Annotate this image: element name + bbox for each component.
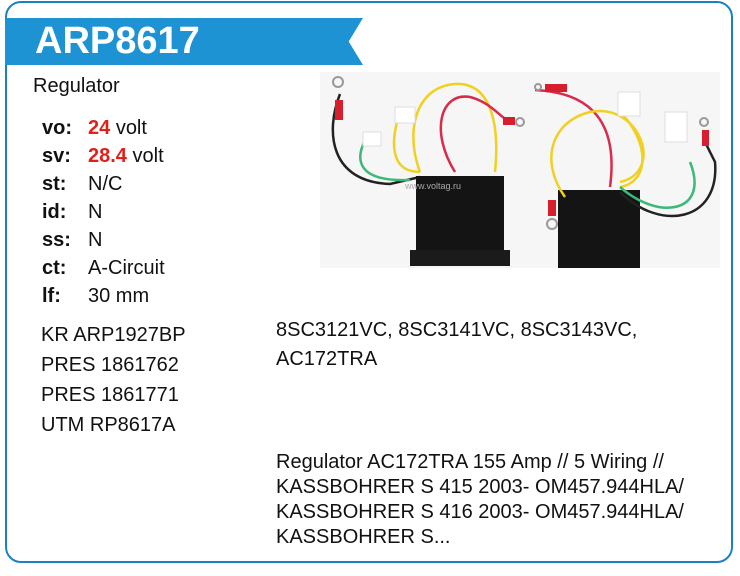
spec-value: N [88, 201, 103, 223]
spec-vo: vo: 24 volt [42, 114, 165, 142]
cross-ref-item: KR ARP1927BP [41, 324, 186, 346]
spec-label: lf: [42, 285, 61, 307]
spec-label: id: [42, 201, 67, 223]
spec-id: id: N [42, 198, 165, 226]
regulator-image: www.voltag.ru [331, 76, 717, 268]
spec-label: sv: [42, 145, 71, 167]
spec-value: 24 [88, 117, 111, 139]
product-category: Regulator [33, 75, 120, 97]
spec-unit: volt [115, 117, 147, 139]
watermark-text: www.voltag.ru [404, 181, 461, 191]
spec-unit: volt [132, 145, 164, 167]
cross-ref-item: UTM RP8617A [41, 414, 176, 436]
spec-ct: ct: A-Circuit [42, 254, 165, 282]
product-title: ARP8617 [35, 20, 200, 62]
cross-ref-item: PRES 1861771 [41, 384, 179, 406]
cross-ref-item: PRES 1861762 [41, 354, 179, 376]
spec-list: vo: 24 volt sv: 28.4 volt st: N/C id: N ss: N… [42, 114, 165, 310]
spec-value: 30 mm [88, 285, 150, 307]
spec-st: st: N/C [42, 170, 165, 198]
spec-label: vo: [42, 117, 72, 139]
cross-reference-list: KR ARP1927BP PRES 1861762 PRES 1861771 U… [41, 320, 186, 440]
spec-value: N/C [88, 173, 123, 195]
spec-value: 28.4 [88, 145, 127, 167]
spec-label: st: [42, 173, 67, 195]
product-photo: www.voltag.ru [320, 72, 720, 268]
spec-value: N [88, 229, 103, 251]
oem-numbers: 8SC3121VC, 8SC3141VC, 8SC3143VC, AC172TR… [276, 319, 638, 370]
spec-label: ss: [42, 229, 71, 251]
product-description: Regulator AC172TRA 155 Amp // 5 Wiring /… [276, 451, 684, 548]
spec-lf: lf: 30 mm [42, 282, 165, 310]
spec-label: ct: [42, 257, 67, 279]
spec-value: A-Circuit [88, 257, 165, 279]
spec-ss: ss: N [42, 226, 165, 254]
spec-sv: sv: 28.4 volt [42, 142, 165, 170]
title-banner [5, 18, 363, 65]
product-card [5, 1, 733, 563]
